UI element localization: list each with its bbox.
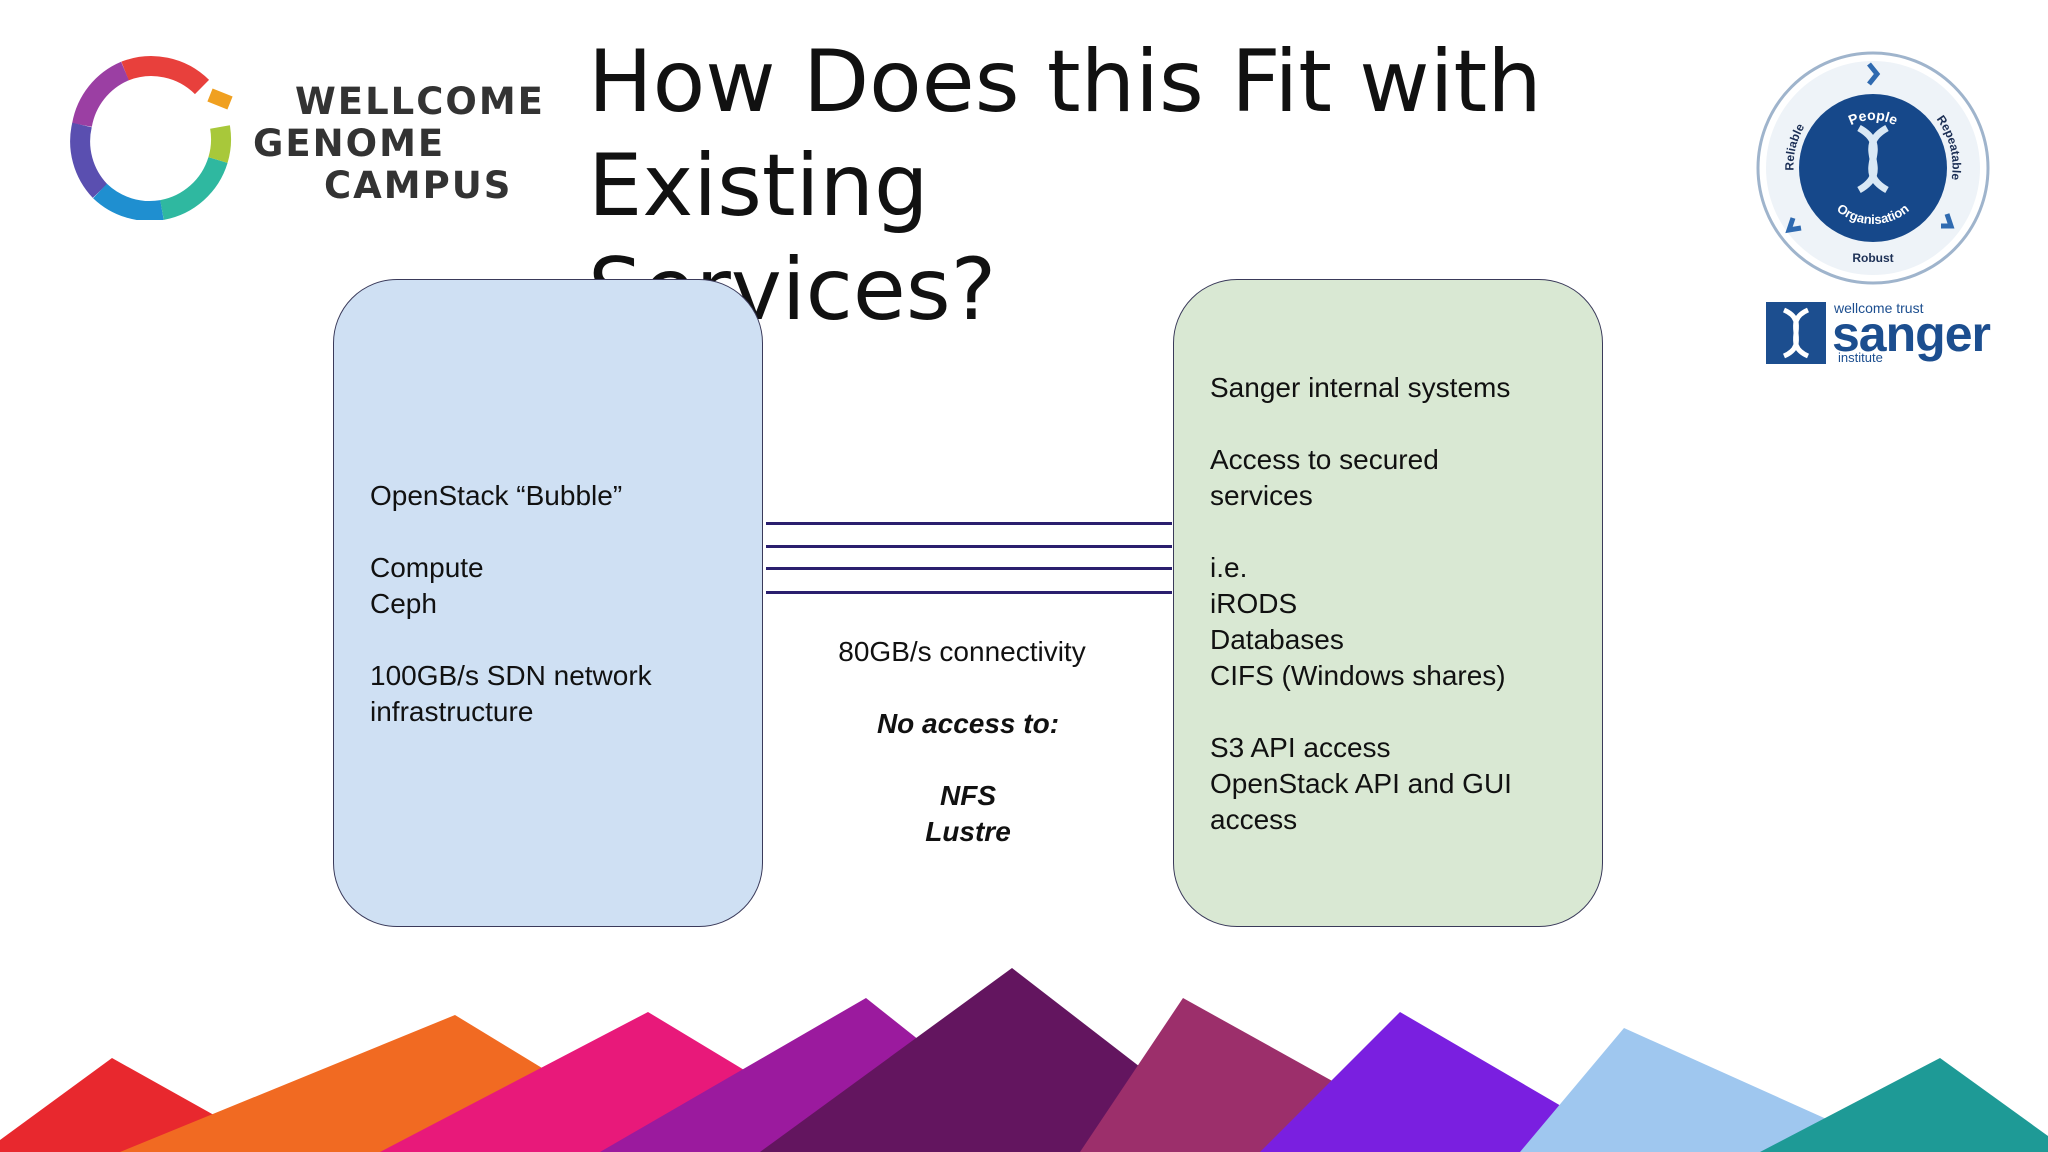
right-box-title: Sanger internal systems [1210,372,1511,403]
wellcome-genome-campus-logo: WELLCOME GENOME CAMPUS [70,55,543,230]
right-box-api-line-1: OpenStack API and GUI [1210,768,1512,799]
seal-arrow-right-icon [1941,213,1955,229]
logo-word-wellcome: WELLCOME [295,80,545,123]
connectivity-label: 80GB/s connectivity [838,636,1086,667]
sanger-trust-label: wellcome trust [1834,300,1924,316]
sanger-dna-icon [1766,302,1826,364]
right-box-access-line-2: services [1210,480,1313,511]
connection-line-4 [766,591,1172,594]
left-box-network-line-1: 100GB/s SDN network [370,660,652,691]
left-box-title: OpenStack “Bubble” [370,480,623,511]
no-access-label: No access to: [876,708,1060,739]
left-box-ceph: Ceph [370,588,437,619]
seal-label-robust: Robust [1852,251,1893,265]
logo-word-campus: CAMPUS [324,164,513,207]
sanger-institute-logo: wellcome trust sanger institute [1766,300,1991,366]
right-box-access-line-1: Access to secured [1210,444,1439,475]
seal-arrow-left-icon [1785,217,1802,234]
sanger-values-seal-icon: People Organisation Reliable Repeatable … [1756,51,1990,285]
seal-label-people: People [1846,107,1900,128]
sanger-institute-label: institute [1838,350,1883,365]
right-box-s3: S3 API access [1210,732,1391,763]
slide-title: How Does this Fit with Existing Services… [588,30,1768,342]
nfs-label: NFS [940,780,996,811]
seal-arrow-top-icon [1867,62,1881,86]
slide-title-line-1: How Does this Fit with Existing [588,32,1542,236]
connection-line-2 [766,545,1172,548]
right-box-databases: Databases [1210,624,1344,655]
left-box-compute: Compute [370,552,484,583]
sanger-internal-systems-box: Sanger internal systems Access to secure… [1173,279,1603,927]
connection-line-1 [766,522,1172,525]
right-box-ie: i.e. [1210,552,1248,583]
left-box-network-line-2: infrastructure [370,696,534,727]
connection-line-3 [766,567,1172,570]
svg-text:People: People [1846,107,1900,128]
openstack-bubble-box: OpenStack “Bubble” Compute Ceph 100GB/s … [333,279,763,927]
right-box-api-line-2: access [1210,804,1298,835]
logo-word-genome: GENOME [253,122,446,165]
right-box-cifs: CIFS (Windows shares) [1210,660,1506,691]
genome-campus-ring-icon [70,56,233,220]
lustre-label: Lustre [925,816,1011,847]
right-box-irods: iRODS [1210,588,1298,619]
sanger-name: sanger [1832,306,1991,362]
decorative-mountains [0,968,2048,1152]
